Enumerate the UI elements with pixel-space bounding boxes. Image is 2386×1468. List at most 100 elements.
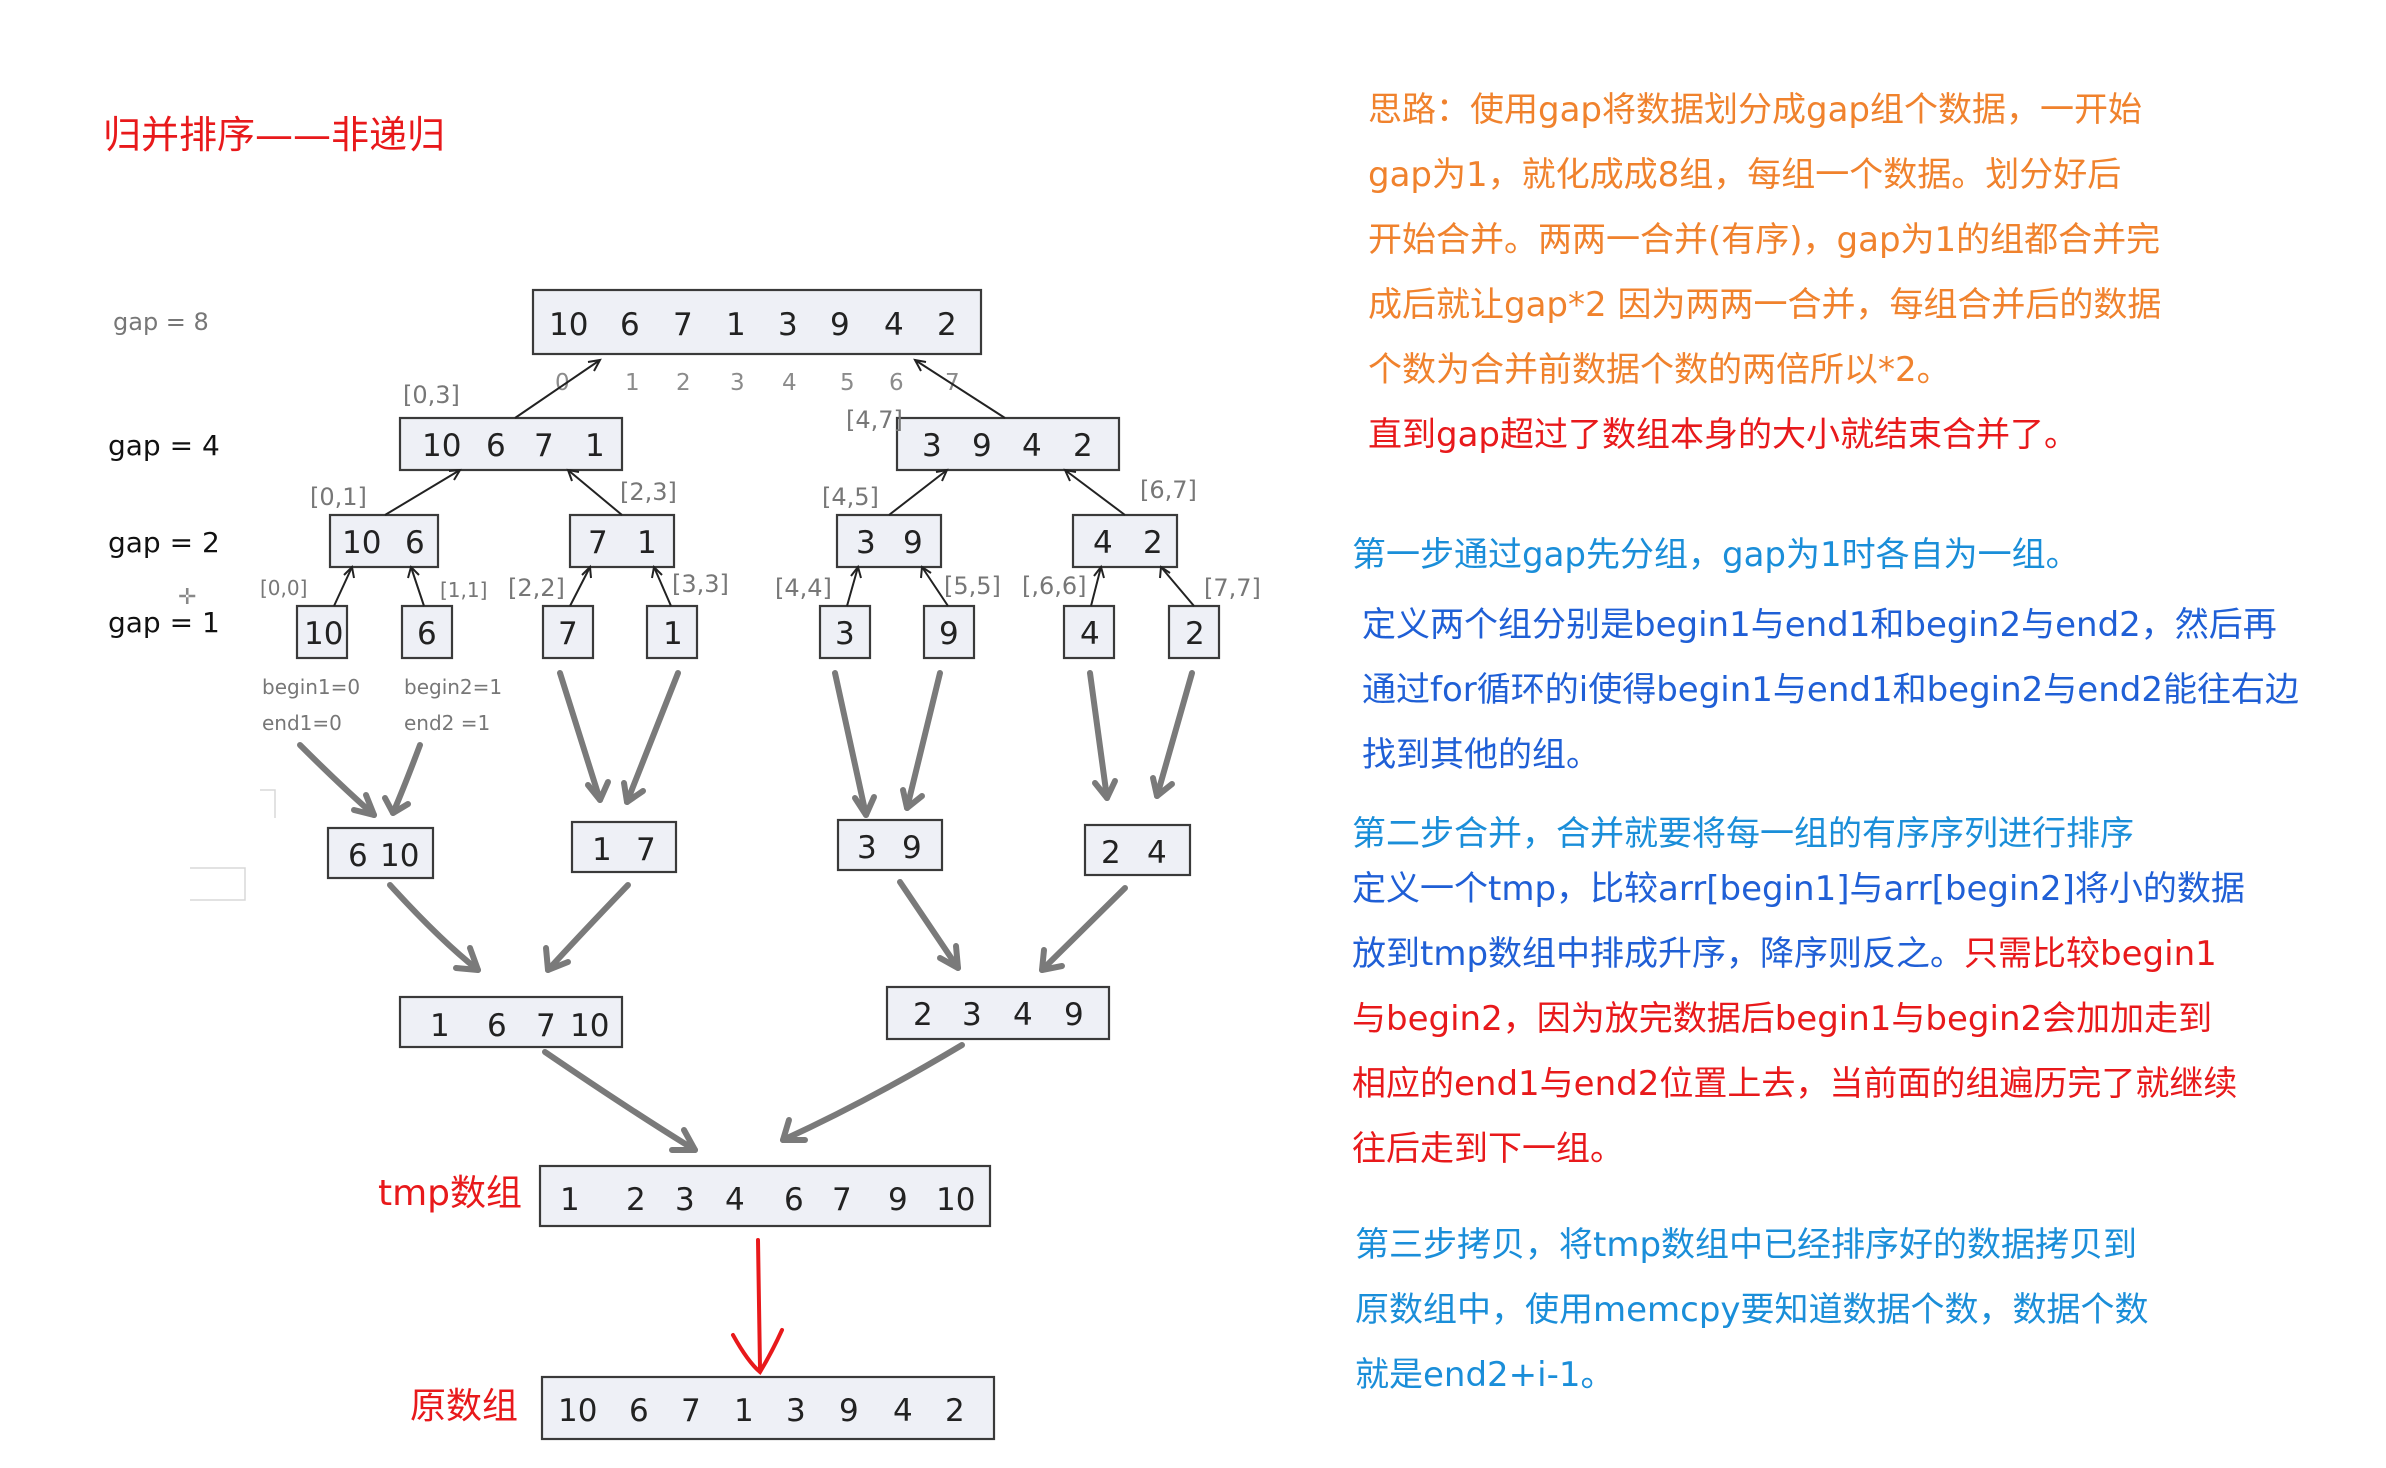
gap-label-1: gap = 1	[108, 606, 220, 639]
gap-label-2: gap = 2	[108, 526, 220, 559]
tmp-value: 6	[784, 1182, 804, 1218]
array-box-gap8	[531, 288, 983, 356]
single-box	[541, 604, 595, 660]
index-label: 6	[889, 370, 904, 396]
gap-label-4: gap = 4	[108, 429, 220, 462]
range-label: [,6,6]	[1022, 572, 1087, 600]
tmp-array-label: tmp数组	[378, 1173, 522, 1214]
g2-value: 2	[1143, 525, 1163, 561]
step1-title: 第一步通过gap先分组，gap为1时各自为一组。	[1352, 535, 2080, 575]
end1-note: end1=0	[262, 711, 342, 735]
g2-value: 9	[903, 525, 923, 561]
gap-label-8: gap = 8	[113, 308, 209, 336]
g1-boxes: 10 6 7 1 3 9 4 2	[295, 604, 1221, 660]
explanation-line: 成后就让gap*2 因为两两一合并，每组合并后的数据	[1368, 285, 2162, 325]
merged-pair-value: 4	[1147, 835, 1167, 871]
merge-arrows-level1	[297, 670, 1195, 818]
explanation-line: 思路：使用gap将数据划分成gap组个数据，一开始	[1368, 90, 2142, 130]
explanation-line: 个数为合并前数据个数的两倍所以*2。	[1368, 350, 1951, 390]
top-value: 3	[778, 307, 798, 343]
explanation-span: 放到tmp数组中排成升序，降序则反之。	[1352, 934, 1965, 974]
explanation-line: 定义一个tmp，比较arr[begin1]与arr[begin2]将小的数据	[1352, 869, 2245, 909]
step2-title: 第二步合并，合并就要将每一组的有序序列进行排序	[1352, 814, 2134, 854]
g2-value: 3	[856, 525, 876, 561]
explanation-line: 就是end2+i-1。	[1355, 1355, 1615, 1395]
g1-value: 7	[558, 616, 578, 652]
tmp-value: 3	[675, 1182, 695, 1218]
range-label: [0,3]	[403, 381, 460, 409]
cursor-crosshair-icon: ✛	[178, 585, 196, 610]
single-box	[645, 604, 699, 660]
merged-quad-value: 10	[570, 1008, 609, 1044]
top-value: 1	[726, 307, 746, 343]
index-row: 0 1 2 3 4 5 6 7	[555, 370, 960, 396]
merged-quad-value: 9	[1064, 997, 1084, 1033]
range-label: [5,5]	[944, 572, 1001, 600]
explanation-line-red: 往后走到下一组。	[1352, 1129, 1624, 1169]
index-label: 1	[625, 370, 640, 396]
g1-range-labels: [0,0] [1,1] [2,2] [3,3] [4,4] [5,5] [,6,…	[260, 570, 1261, 602]
top-value: 6	[620, 307, 640, 343]
split-arrows-g4	[514, 358, 1006, 419]
top-value: 7	[673, 307, 693, 343]
merged-quad-value: 7	[536, 1008, 556, 1044]
g4-left-value: 6	[486, 428, 506, 464]
tmp-value: 1	[560, 1182, 580, 1218]
merge-arrows-level2	[387, 879, 1128, 973]
tmp-value: 10	[936, 1182, 975, 1218]
group-box-g4-right	[895, 416, 1121, 472]
g4-left-value: 1	[585, 428, 605, 464]
merged-pair-value: 2	[1101, 835, 1121, 871]
group-box-g2-3	[835, 513, 943, 569]
g4-left-value: 7	[534, 428, 554, 464]
tmp-value: 4	[725, 1182, 745, 1218]
merged-quad-value: 4	[1013, 997, 1033, 1033]
explanation-line: 开始合并。两两一合并(有序)，gap为1的组都合并完	[1368, 220, 2161, 260]
merged-quad-box-1	[398, 995, 624, 1049]
range-label: [0,1]	[310, 483, 367, 511]
g4-right-value: 3	[922, 428, 942, 464]
g2-value: 6	[405, 525, 425, 561]
group-box-g2-1	[328, 513, 440, 569]
range-label: [4,4]	[775, 574, 832, 602]
top-value: 2	[937, 307, 957, 343]
step1-body: 定义两个组分别是begin1与end1和begin2与end2，然后再 通过fo…	[1362, 593, 2299, 788]
diagram-title: 归并排序——非递归	[103, 113, 445, 157]
top-value: 9	[830, 307, 850, 343]
explanation-line: 放到tmp数组中排成升序，降序则反之。只需比较begin1	[1352, 922, 2245, 987]
merged-pair-box-1	[326, 826, 435, 880]
index-label: 3	[730, 370, 745, 396]
g1-value: 4	[1080, 616, 1100, 652]
tmp-value: 2	[626, 1182, 646, 1218]
split-arrows-g2	[384, 468, 1126, 516]
explanation-line-red: 与begin2，因为放完数据后begin1与begin2会加加走到	[1352, 999, 2213, 1039]
range-label: [1,1]	[440, 578, 487, 602]
merged-pair-value: 3	[857, 830, 877, 866]
merged-pair-value: 10	[380, 838, 419, 874]
g1-value: 9	[939, 616, 959, 652]
range-label: [4,7]	[846, 406, 903, 434]
original-array-label: 原数组	[410, 1386, 518, 1427]
merged-pair-value: 1	[592, 832, 612, 868]
g1-value: 10	[304, 616, 343, 652]
original-value: 10	[558, 1393, 597, 1429]
begin1-note: begin1=0	[262, 675, 360, 699]
copy-arrow-red	[731, 1238, 784, 1376]
explanation-paragraph-1: 思路：使用gap将数据划分成gap组个数据，一开始 gap为1，就化成成8组，每…	[1368, 78, 2161, 468]
group-box-g4-left	[398, 416, 624, 472]
single-box	[400, 604, 454, 660]
explanation-line: 第三步拷贝，将tmp数组中已经排序好的数据拷贝到	[1355, 1225, 2138, 1265]
g2-value: 1	[637, 525, 657, 561]
explanation-line-red: 直到gap超过了数组本身的大小就结束合并了。	[1368, 415, 2078, 455]
g2-value: 4	[1093, 525, 1113, 561]
end2-note: end2 =1	[404, 711, 490, 735]
top-value: 10	[549, 307, 588, 343]
explanation-line: 找到其他的组。	[1362, 735, 1600, 775]
g4-right-value: 9	[972, 428, 992, 464]
original-values: 10 6 7 1 3 9 4 2	[558, 1393, 965, 1429]
range-label: [2,2]	[508, 574, 565, 602]
original-value: 9	[839, 1393, 859, 1429]
original-value: 6	[629, 1393, 649, 1429]
index-label: 2	[676, 370, 691, 396]
tmp-values: 1 2 3 4 6 7 9 10	[560, 1182, 975, 1218]
